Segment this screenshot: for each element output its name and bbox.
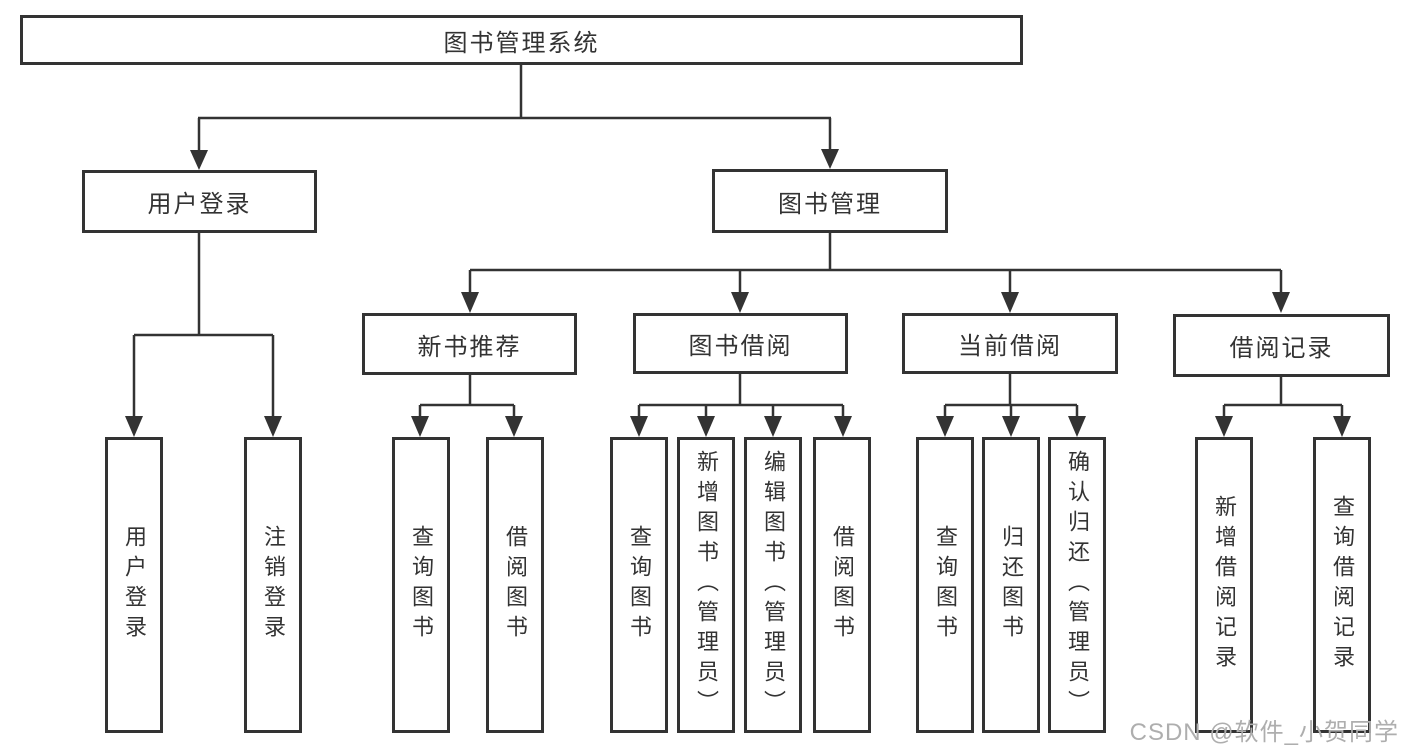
leaf-add-borrow-record: 新增借阅记录 (1195, 437, 1253, 733)
node-label: 图书借阅 (688, 333, 793, 360)
leaf-label: 查询图书 (933, 525, 958, 645)
edge-root (197, 65, 832, 152)
node-label: 图书管理系统 (443, 29, 600, 57)
leaf-query-books: 查询图书 (610, 437, 668, 733)
leaf-query-books: 查询图书 (916, 437, 974, 733)
node-label: 借阅记录 (1229, 335, 1334, 362)
leaf-query-borrow-record: 查询借阅记录 (1313, 437, 1371, 733)
leaf-label: 查询图书 (409, 525, 434, 645)
node-label: 新书推荐 (417, 333, 522, 361)
leaf-confirm-return-admin: 确认归还（管理员） (1048, 437, 1106, 733)
leaf-user-login: 用户登录 (105, 437, 163, 733)
arrow-down-icon (834, 416, 852, 437)
arrow-down-icon (505, 416, 523, 437)
leaf-label: 查询借阅记录 (1330, 495, 1355, 675)
node-book-borrow: 图书借阅 (633, 313, 848, 374)
leaf-label: 注销登录 (261, 525, 286, 645)
node-new-book-recommend: 新书推荐 (362, 313, 577, 375)
arrow-down-icon (1002, 416, 1020, 437)
arrow-down-icon (1068, 416, 1086, 437)
node-label: 用户登录 (147, 191, 252, 218)
arrow-down-icon (125, 416, 143, 437)
leaf-logout: 注销登录 (244, 437, 302, 733)
leaf-label: 新增借阅记录 (1212, 495, 1237, 675)
edge-user-login (132, 233, 275, 419)
arrow-down-icon (731, 292, 749, 313)
arrow-down-icon (1215, 416, 1233, 437)
arrow-down-icon (630, 416, 648, 437)
leaf-return-books: 归还图书 (982, 437, 1040, 733)
arrow-down-icon (411, 416, 429, 437)
edge-book-borrow (637, 374, 845, 419)
arrow-down-icon (821, 149, 839, 169)
leaf-label: 新增图书（管理员） (694, 450, 719, 720)
arrow-down-icon (1272, 292, 1290, 313)
leaf-label: 借阅图书 (830, 525, 855, 645)
leaf-label: 归还图书 (999, 525, 1024, 645)
leaf-label: 用户登录 (122, 525, 147, 645)
node-label: 图书管理 (778, 190, 882, 218)
arrow-down-icon (764, 416, 782, 437)
leaf-borrow-books: 借阅图书 (813, 437, 871, 733)
node-book-management-branch: 图书管理 (712, 169, 948, 233)
leaf-label: 编辑图书（管理员） (761, 450, 786, 720)
leaf-label: 查询图书 (627, 525, 652, 645)
leaf-query-books: 查询图书 (392, 437, 450, 733)
node-borrow-records: 借阅记录 (1173, 314, 1390, 377)
arrow-down-icon (461, 292, 479, 313)
leaf-add-books-admin: 新增图书（管理员） (677, 437, 735, 733)
edge-current-borrow (943, 374, 1079, 419)
node-root-system: 图书管理系统 (20, 15, 1023, 65)
arrow-down-icon (1001, 292, 1019, 313)
csdn-watermark: CSDN @软件_小贺同学 (1129, 719, 1399, 746)
edge-book-mgmt (468, 233, 1283, 295)
edge-new-books (418, 375, 516, 419)
arrow-down-icon (264, 416, 282, 437)
node-label: 当前借阅 (958, 333, 1062, 360)
arrow-down-icon (1333, 416, 1351, 437)
node-user-login-branch: 用户登录 (82, 170, 317, 233)
arrow-down-icon (190, 150, 208, 170)
leaf-edit-books-admin: 编辑图书（管理员） (744, 437, 802, 733)
leaf-label: 确认归还（管理员） (1065, 450, 1090, 720)
edge-borrow-records (1222, 377, 1344, 419)
node-current-borrow: 当前借阅 (902, 313, 1118, 374)
arrow-down-icon (697, 416, 715, 437)
arrow-down-icon (936, 416, 954, 437)
leaf-label: 借阅图书 (503, 525, 528, 645)
leaf-borrow-books: 借阅图书 (486, 437, 544, 733)
